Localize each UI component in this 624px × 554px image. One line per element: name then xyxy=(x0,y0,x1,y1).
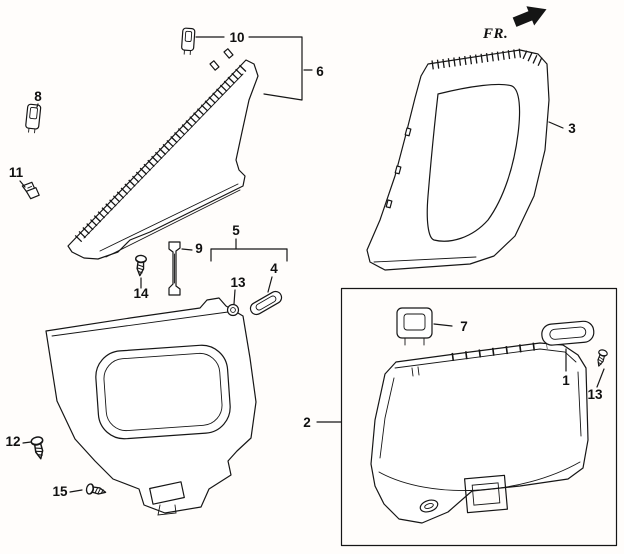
screw-14 xyxy=(133,254,148,277)
fr-label: FR. xyxy=(482,26,508,42)
callout-10: 10 xyxy=(229,30,244,45)
clip-7-part xyxy=(396,307,433,346)
screw-15 xyxy=(84,482,108,498)
fr-direction-marker: FR. xyxy=(482,6,547,42)
quarter-lining-panel xyxy=(45,297,257,514)
callout-7: 7 xyxy=(460,319,468,334)
callout-labels: 10 6 8 11 3 9 14 5 13 4 12 15 2 7 1 13 xyxy=(5,30,603,499)
quarter-lining-recess xyxy=(95,344,231,440)
leader-lines-6-10 xyxy=(195,36,313,101)
callout-1: 1 xyxy=(562,373,570,388)
panel-rect-detail xyxy=(463,474,509,514)
leader-lines-5-13-4 xyxy=(210,238,288,305)
screw-12 xyxy=(29,435,48,461)
panel-oval-hole xyxy=(419,499,439,513)
screw-13 xyxy=(594,348,609,369)
callout-9: 9 xyxy=(195,241,203,256)
callout-15: 15 xyxy=(52,484,68,499)
clip-10-part xyxy=(181,27,196,56)
left-pillar-trim-panel xyxy=(67,59,259,260)
right-pillar-trim-assembly xyxy=(366,48,564,271)
quarter-lining-assembly xyxy=(22,238,288,516)
clip-8-part xyxy=(25,103,42,134)
side-lining-box-assembly xyxy=(316,287,618,547)
callout-8: 8 xyxy=(34,89,42,104)
handle-4-part xyxy=(249,290,283,316)
grommet-13-part xyxy=(226,303,240,317)
bracket-9-part xyxy=(168,241,181,296)
callout-11: 11 xyxy=(9,165,24,180)
side-lining-panel xyxy=(370,342,589,524)
callout-2: 2 xyxy=(303,415,311,430)
callout-3: 3 xyxy=(568,121,576,136)
callout-12: 12 xyxy=(5,434,20,449)
right-pillar-trim-panel xyxy=(366,49,550,271)
callout-13b: 13 xyxy=(587,387,603,402)
clip-11-part xyxy=(21,181,40,200)
callout-14: 14 xyxy=(133,286,149,301)
callout-4: 4 xyxy=(270,261,278,276)
group-box-outline xyxy=(340,287,618,547)
callout-5: 5 xyxy=(232,223,240,238)
callout-13a: 13 xyxy=(230,275,246,290)
pull-pocket-1-part xyxy=(541,320,595,346)
fr-arrow-icon xyxy=(512,6,547,27)
callout-6: 6 xyxy=(316,64,324,79)
left-pillar-trim-assembly xyxy=(19,27,313,296)
